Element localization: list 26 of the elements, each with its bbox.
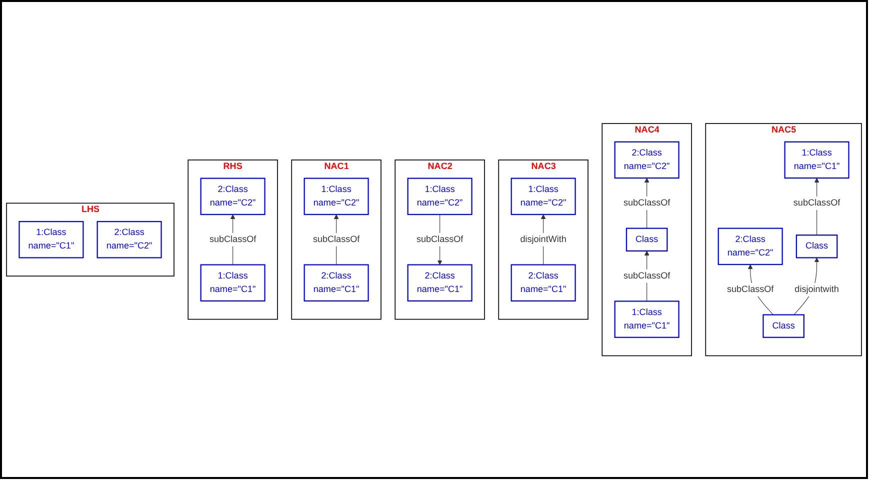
edge-label: disjointwith xyxy=(794,284,839,294)
edge-label: subClassOf xyxy=(312,234,360,244)
edge-label: subClassOf xyxy=(623,270,670,280)
node-box: Class xyxy=(796,234,838,258)
node-box: 2:Class name="C1" xyxy=(304,264,369,302)
node-box: 2:Class name="C2" xyxy=(96,220,162,258)
edge-label: subClassOf xyxy=(209,234,256,244)
node-box: 2:Class name="C1" xyxy=(510,264,576,302)
node-box: 1:Class name="C2" xyxy=(510,178,576,215)
edge-label: subClassOf xyxy=(793,198,840,208)
edge-label: subClassOf xyxy=(623,198,670,208)
node-box: Class xyxy=(762,314,804,338)
node-box: 1:Class name="C2" xyxy=(407,178,472,215)
node-box: 1:Class name="C1" xyxy=(18,220,84,258)
node-box: 1:Class name="C1" xyxy=(200,264,266,302)
node-box: 1:Class name="C1" xyxy=(614,300,680,338)
node-box: 2:Class name="C2" xyxy=(718,228,783,265)
node-box: Class xyxy=(626,228,668,252)
node-box: 1:Class name="C1" xyxy=(784,141,850,178)
edge-label: subClassOf xyxy=(416,234,464,244)
node-box: 1:Class name="C2" xyxy=(304,178,369,215)
node-box: 2:Class name="C1" xyxy=(407,264,472,302)
node-box: 2:Class name="C2" xyxy=(614,141,680,178)
edge-label: subClassOf xyxy=(726,284,774,294)
node-box: 2:Class name="C2" xyxy=(200,178,266,215)
edge-label: disjointWith xyxy=(520,234,566,244)
